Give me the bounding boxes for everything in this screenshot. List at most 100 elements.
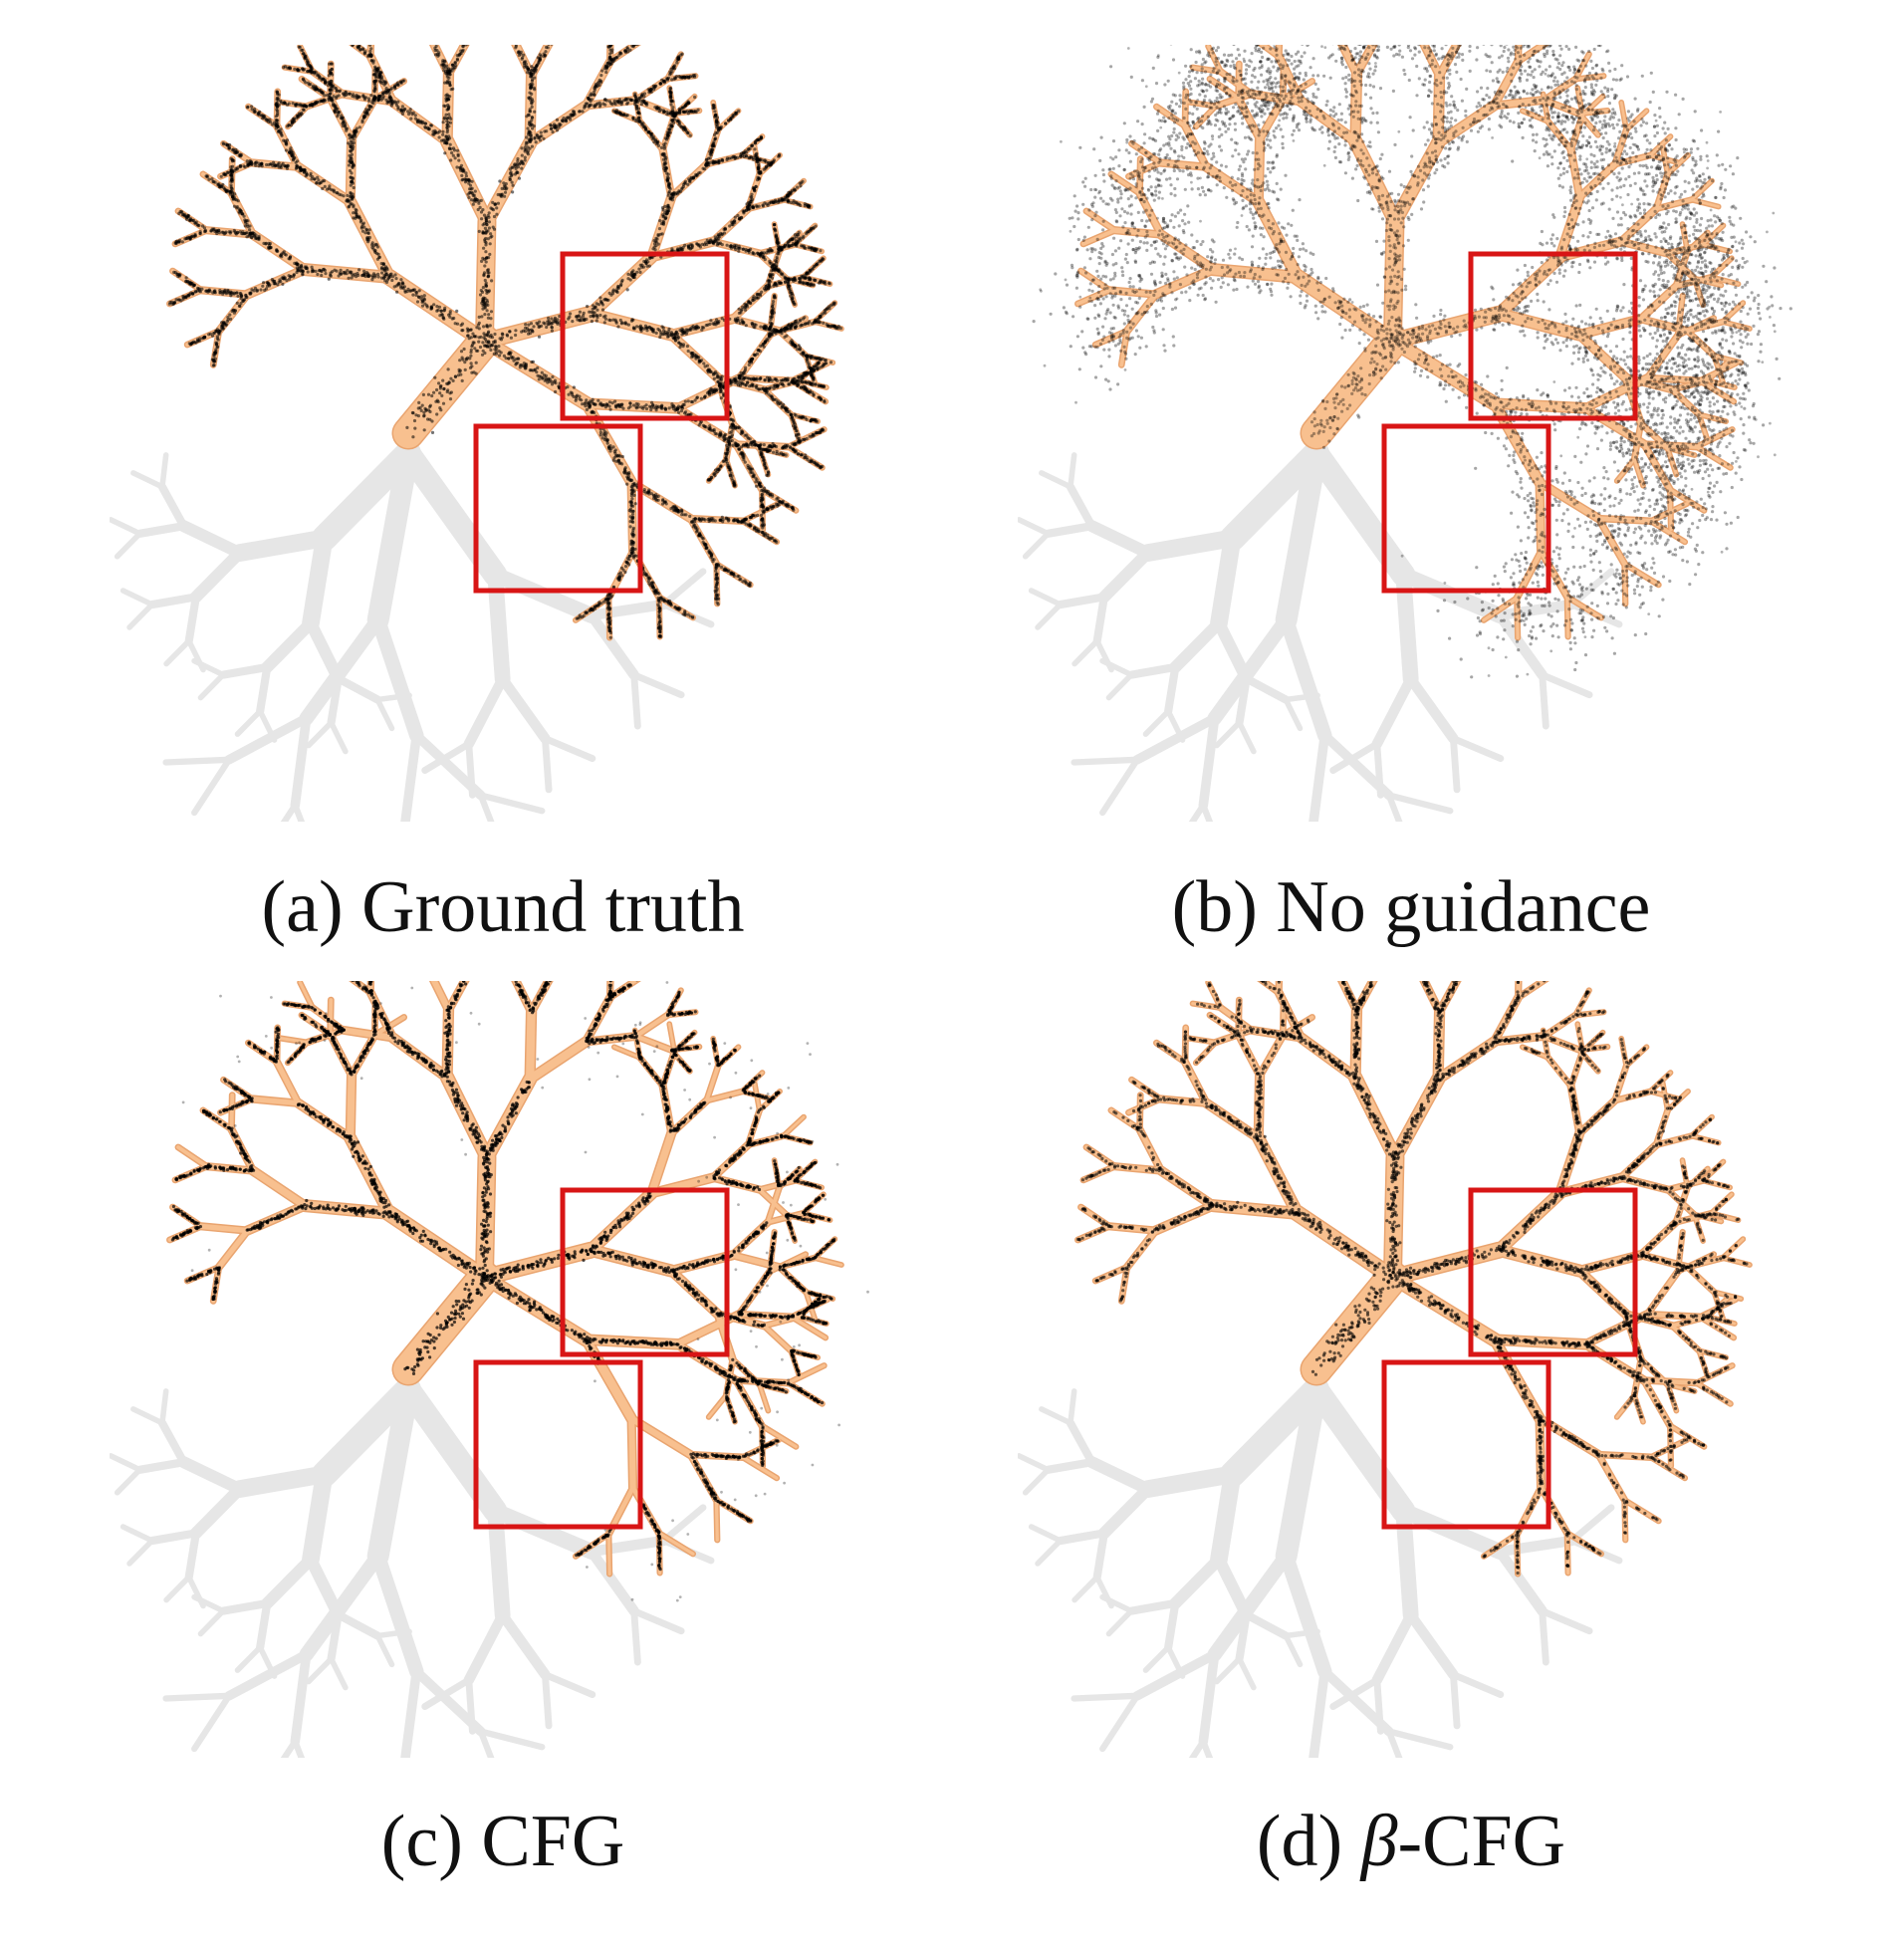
- sample-point: [752, 206, 755, 209]
- sample-point: [695, 111, 698, 114]
- sample-point: [666, 133, 669, 136]
- sample-point: [454, 61, 457, 64]
- sample-point: [405, 426, 408, 429]
- sample-point: [643, 92, 646, 95]
- sample-point: [192, 285, 195, 288]
- sample-point: [246, 106, 249, 109]
- sample-point: [483, 238, 486, 241]
- sample-point: [198, 287, 201, 290]
- sample-point: [222, 141, 225, 144]
- sample-point: [351, 195, 354, 198]
- sample-point: [348, 163, 351, 166]
- sample-point: [484, 250, 487, 253]
- sample-point: [660, 146, 663, 149]
- sample-point: [411, 113, 414, 116]
- sample-point: [671, 109, 674, 112]
- sample-point: [324, 185, 327, 188]
- sample-point: [382, 84, 385, 87]
- sample-point: [693, 96, 696, 99]
- sample-point: [518, 51, 521, 54]
- background-tree-segment: [503, 679, 546, 739]
- sample-point: [571, 320, 574, 323]
- sample-point: [429, 123, 432, 126]
- sample-point: [608, 292, 611, 295]
- sample-point: [471, 180, 474, 183]
- sample-point: [757, 162, 760, 165]
- sample-point: [457, 373, 460, 376]
- sample-point: [514, 334, 517, 337]
- sample-point: [230, 187, 233, 190]
- sample-point: [506, 335, 509, 338]
- sample-point: [540, 131, 543, 134]
- sample-point: [307, 61, 310, 64]
- sample-point: [490, 279, 493, 282]
- sample-point: [623, 50, 626, 53]
- sample-point: [511, 190, 514, 193]
- sample-point: [619, 284, 622, 287]
- sample-point: [191, 293, 194, 296]
- sample-point: [488, 220, 491, 223]
- sample-point: [352, 145, 355, 148]
- sample-point: [249, 232, 252, 235]
- sample-point: [262, 281, 265, 284]
- sample-point: [521, 154, 524, 157]
- sample-point: [295, 161, 298, 164]
- sample-point: [196, 338, 199, 341]
- sample-point: [733, 221, 736, 224]
- sample-point: [590, 104, 593, 107]
- sample-point: [488, 226, 491, 229]
- sample-point: [352, 205, 355, 208]
- sample-point: [753, 147, 756, 150]
- sample-point: [426, 306, 429, 309]
- sample-point: [386, 90, 389, 93]
- sample-point: [520, 331, 523, 334]
- sample-point: [473, 200, 476, 203]
- sample-point: [233, 230, 236, 233]
- sample-point: [641, 100, 644, 103]
- sample-point: [348, 205, 351, 208]
- sample-point: [662, 162, 665, 165]
- sample-point: [389, 273, 392, 276]
- sample-point: [616, 285, 619, 288]
- sample-point: [382, 263, 385, 266]
- background-tree-segment: [194, 760, 229, 813]
- sample-point: [518, 177, 521, 180]
- sample-point: [589, 94, 592, 97]
- sample-point: [668, 127, 671, 130]
- sample-point: [539, 53, 542, 56]
- sample-point: [489, 242, 492, 245]
- sample-point: [213, 291, 216, 294]
- sample-point: [527, 149, 530, 152]
- sample-point: [453, 148, 456, 151]
- sample-point: [236, 205, 239, 208]
- sample-point: [482, 286, 485, 289]
- sample-point: [758, 177, 761, 180]
- sample-point: [467, 196, 470, 199]
- sample-point: [662, 152, 665, 155]
- sample-point: [447, 72, 450, 75]
- sample-point: [585, 318, 588, 321]
- sample-point: [329, 89, 332, 92]
- sample-point: [442, 318, 445, 321]
- sample-point: [206, 174, 209, 177]
- sample-point: [450, 151, 453, 154]
- sample-point: [441, 130, 444, 133]
- sample-point: [468, 337, 471, 340]
- sample-point: [772, 161, 775, 164]
- sample-point: [350, 150, 353, 153]
- sample-point: [335, 97, 338, 100]
- sample-point: [230, 169, 233, 172]
- sample-point: [438, 406, 441, 409]
- sample-point: [323, 268, 326, 271]
- sample-point: [293, 117, 296, 120]
- sample-point: [378, 95, 381, 98]
- background-tree-segment: [267, 623, 311, 667]
- sample-point: [417, 401, 420, 404]
- sample-point: [728, 224, 731, 227]
- sample-point: [175, 298, 178, 301]
- sample-point: [553, 122, 556, 125]
- sample-point: [188, 237, 191, 240]
- sample-point: [313, 177, 316, 180]
- sample-point: [665, 113, 668, 116]
- sample-point: [475, 362, 478, 364]
